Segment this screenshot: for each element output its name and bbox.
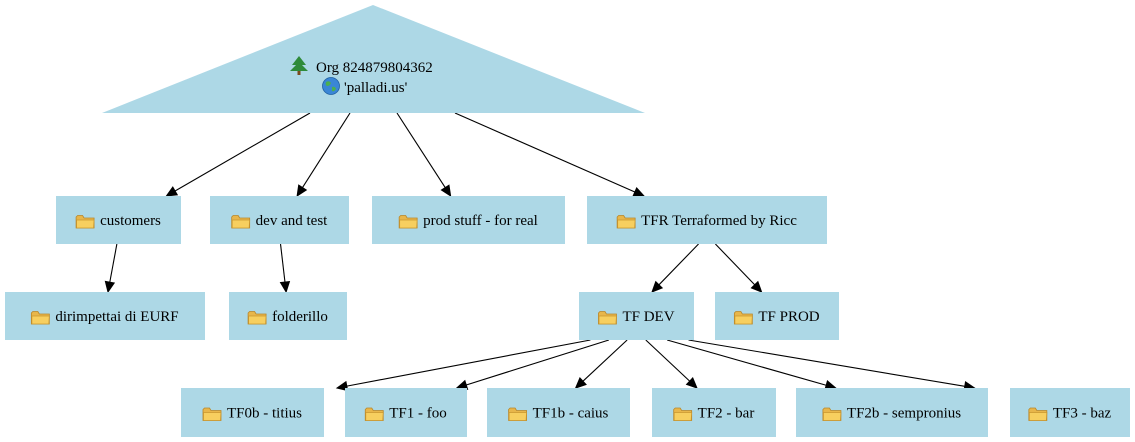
edge-tfdev-tf1-arrowhead [455,379,469,390]
node-box [652,388,776,437]
node-label: TF3 - baz [1053,406,1112,422]
folder-node-folderillo[interactable]: folderillo [229,292,347,340]
folder-node-tf2[interactable]: TF2 - bar [652,388,776,437]
node-label: TF DEV [622,309,674,325]
edge-org-devtest [302,112,351,188]
org-root-domain: 'palladi.us' [344,80,408,96]
edge-tfdev-tf1b [582,339,628,382]
node-label: dev and test [256,213,328,229]
folder-node-tfr[interactable]: TFR Terraformed by Ricc [587,196,827,244]
edge-customers-eurf [109,243,118,283]
node-label: folderillo [272,309,328,325]
edge-tfdev-tf2b [667,339,827,386]
folder-node-tfprod[interactable]: TF PROD [715,292,839,340]
node-label: TF2b - sempronius [847,406,961,422]
edge-devtest-folderillo-arrowhead [279,280,291,294]
nodes-layer: customers dev and test prod stuff - for re… [5,196,1130,437]
edge-tfdev-tf0b [346,339,591,387]
edge-org-tfr [454,112,636,193]
edge-org-customers-arrowhead [165,186,179,197]
folder-node-customers[interactable]: customers [56,196,181,244]
edge-org-customers [174,112,311,192]
edge-devtest-folderillo [279,243,286,283]
edge-org-prod-arrowhead [440,184,452,198]
folder-node-tf1b[interactable]: TF1b - caius [487,388,630,437]
folder-node-devtest[interactable]: dev and test [210,196,349,244]
node-label: TF1b - caius [533,406,609,422]
folder-node-tf3[interactable]: TF3 - baz [1010,388,1130,437]
node-label: TF2 - bar [698,406,755,422]
edge-customers-eurf-arrowhead [104,280,116,294]
edge-org-tfr-arrowhead [632,186,646,197]
edge-org-devtest-arrowhead [296,184,308,198]
edge-tfr-tfdev-arrowhead [651,280,664,293]
org-root-node[interactable]: Org 824879804362 'palladi.us' [102,5,645,113]
edge-tfdev-tf3 [688,339,965,387]
node-label: TF1 - foo [389,406,447,422]
edge-tfr-tfdev [658,243,699,286]
folder-node-tf2b[interactable]: TF2b - sempronius [796,388,988,437]
edge-tfdev-tf1 [466,339,610,386]
edge-tfdev-tf1b-arrowhead [574,376,587,389]
edge-org-prod [396,112,446,188]
node-label: TFR Terraformed by Ricc [641,213,797,229]
node-label: TF0b - titius [227,406,302,422]
folder-node-tfdev[interactable]: TF DEV [579,292,694,340]
org-root-title: Org 824879804362 [316,60,433,76]
globe-icon [322,77,340,95]
folder-node-eurf[interactable]: dirimpettai di EURF [5,292,205,340]
org-root-shape [102,5,645,113]
edge-tfdev-tf2-arrowhead [685,376,698,389]
folder-node-prod[interactable]: prod stuff - for real [372,196,565,244]
folder-node-tf0b[interactable]: TF0b - titius [181,388,324,437]
edge-tfr-tfprod-arrowhead [750,280,763,293]
node-label: prod stuff - for real [423,213,538,229]
node-label: dirimpettai di EURF [55,309,178,325]
folder-node-tf1[interactable]: TF1 - foo [345,388,467,437]
edges-layer [104,112,976,392]
edge-tfdev-tf2 [645,339,691,382]
evergreen-tree-icon [290,56,308,75]
edge-tfdev-tf0b-arrowhead [335,380,349,392]
node-label: TF PROD [758,309,819,325]
node-label: customers [100,213,161,229]
edge-tfr-tfprod [715,243,756,286]
